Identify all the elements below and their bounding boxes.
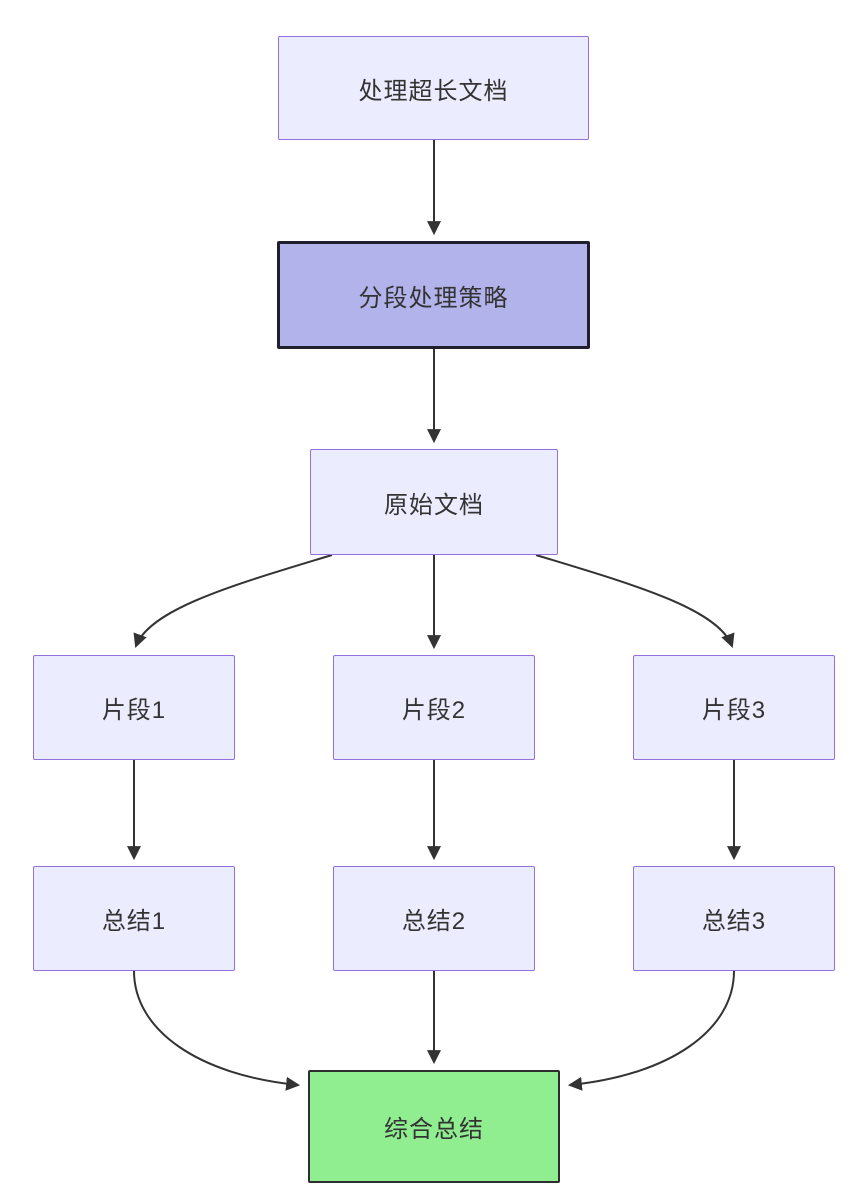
edge-e1-f xyxy=(133,970,301,1091)
node-summary-2-label: 总结2 xyxy=(401,908,467,935)
node-summary-3: 总结3 xyxy=(633,866,835,971)
node-original-document: 原始文档 xyxy=(310,449,558,555)
node-summary-3-label: 总结3 xyxy=(701,908,767,935)
node-segmentation-strategy-label: 分段处理策略 xyxy=(358,284,509,312)
node-fragment-1-label: 片段1 xyxy=(101,697,167,724)
edge-c-d1 xyxy=(133,554,333,648)
node-final-summary: 综合总结 xyxy=(308,1070,560,1183)
node-segmentation-strategy: 分段处理策略 xyxy=(277,241,590,349)
node-process-long-document-label: 处理超长文档 xyxy=(358,77,509,105)
node-summary-1-label: 总结1 xyxy=(101,908,167,935)
edge-e3-f xyxy=(567,970,735,1091)
node-summary-1: 总结1 xyxy=(33,866,235,971)
node-process-long-document: 处理超长文档 xyxy=(278,36,589,140)
node-original-document-label: 原始文档 xyxy=(384,491,484,519)
node-fragment-3: 片段3 xyxy=(633,655,835,760)
node-fragment-1: 片段1 xyxy=(33,655,235,760)
edge-c-d3 xyxy=(535,554,735,648)
node-fragment-2-label: 片段2 xyxy=(401,697,467,724)
node-summary-2: 总结2 xyxy=(333,866,535,971)
node-fragment-3-label: 片段3 xyxy=(701,697,767,724)
node-final-summary-label: 综合总结 xyxy=(384,1116,484,1143)
node-fragment-2: 片段2 xyxy=(333,655,535,760)
